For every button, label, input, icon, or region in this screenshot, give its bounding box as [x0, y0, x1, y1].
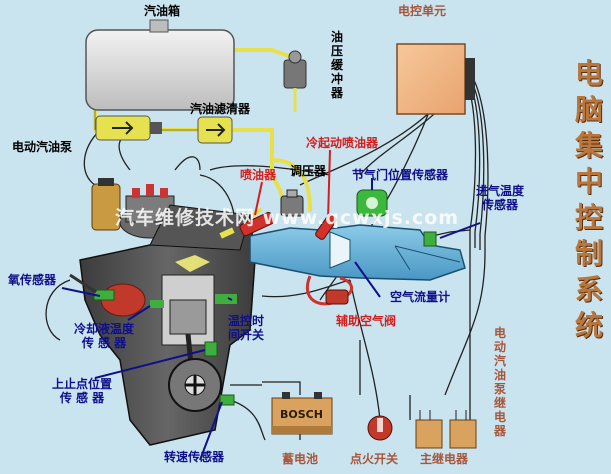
title-char: 中	[574, 165, 603, 198]
regulator-label: 调压器	[290, 164, 327, 178]
engine-block	[79, 204, 256, 446]
relays	[415, 410, 477, 449]
title-char: 控	[574, 201, 603, 234]
intake-temp-sensor-label: 进气温度 传感器	[476, 184, 524, 212]
air-flow-meter-label: 空气流量计	[390, 290, 451, 304]
tdc-sensor-part	[204, 341, 218, 357]
title-char: 制	[574, 237, 603, 270]
thermo-time-line1: 温控时	[228, 314, 265, 328]
thermo-time-line2: 间开关	[228, 328, 265, 342]
intake-temp-line1: 进气温度	[476, 184, 525, 198]
red-pointer-lines	[254, 149, 331, 221]
fuel-filter	[197, 116, 233, 144]
thermo-time-switch-label: 温控时 间开关	[228, 314, 264, 342]
watermark: 汽车维修技术网 www.qcwxjs.com	[115, 207, 460, 229]
coolant-line2: 传 感 器	[81, 336, 127, 350]
title-char: 脑	[574, 93, 603, 126]
fuel-tank	[85, 19, 235, 111]
title-char: 集	[574, 129, 603, 162]
battery-part	[271, 392, 333, 435]
injector-part	[219, 211, 275, 239]
ignition-coil	[91, 178, 121, 231]
main-relay-label: 主继电器	[420, 452, 469, 466]
ignition-switch-part	[367, 415, 393, 441]
ecu-box	[396, 43, 475, 115]
aux-air-valve-part	[305, 275, 353, 306]
regulator-part	[280, 189, 304, 217]
injector-label: 喷油器	[240, 168, 277, 182]
throttle-sensor-label: 节气门位置传感器	[352, 168, 449, 182]
title-char: 统	[574, 309, 603, 342]
intake-temp-line2: 传感器	[482, 198, 519, 212]
fuel-filter-label: 汽油滤清器	[190, 102, 251, 116]
coolant-sensor-label: 冷却液温度 传 感 器	[74, 322, 134, 350]
title-char: 电	[574, 57, 603, 90]
cold-start-injector-part	[315, 214, 337, 240]
pointer-lines	[61, 178, 481, 461]
oxygen-sensor-label: 氧传感器	[8, 273, 57, 287]
battery-brand: BOSCH	[280, 408, 323, 421]
tdc-sensor-label: 上止点位置 传 感 器	[52, 377, 112, 405]
electric-pump-label: 电动汽油泵	[12, 140, 73, 154]
diagram-title: 电 脑 集 中 控 制 系 统	[572, 56, 606, 344]
speed-sensor-part	[219, 394, 235, 406]
title-char: 系	[574, 273, 603, 306]
tdc-line1: 上止点位置	[52, 377, 113, 391]
intake-temp-sensor-part	[423, 231, 437, 247]
coolant-sensor-part	[150, 300, 164, 308]
fuel-tank-label: 汽油箱	[144, 4, 181, 18]
pump-relay-label: 电动汽油泵继电器	[493, 326, 506, 438]
oxygen-sensor-part	[69, 273, 146, 317]
battery-label: 蓄电池	[282, 452, 319, 466]
electric-fuel-pump	[95, 115, 162, 141]
pressure-damper-label: 油压缓冲器	[330, 30, 343, 100]
speed-sensor-label: 转速传感器	[164, 450, 225, 464]
coolant-line1: 冷却液温度	[74, 322, 135, 336]
ecu-label: 电控单元	[398, 4, 447, 18]
aux-air-valve-label: 辅助空气阀	[336, 314, 397, 328]
pressure-damper	[283, 50, 307, 112]
tdc-line2: 传 感 器	[59, 391, 105, 405]
ignition-switch-label: 点火开关	[350, 452, 399, 466]
thermo-time-switch-part	[215, 294, 237, 304]
cold-start-injector-label: 冷起动喷油器	[306, 136, 379, 150]
